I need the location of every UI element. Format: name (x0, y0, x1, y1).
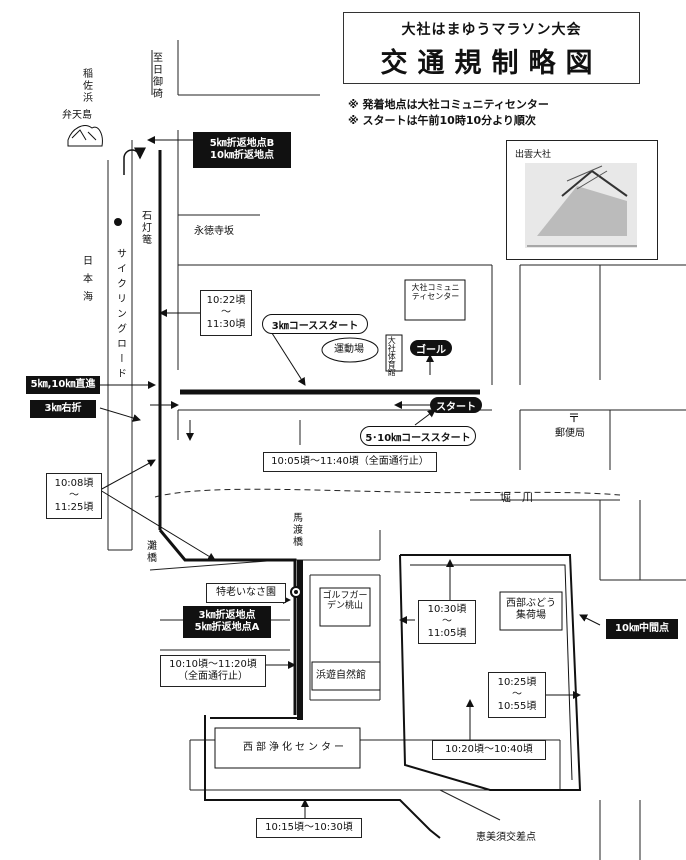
nishibu-budou-label: 西部ぶどう集荷場 (506, 598, 556, 621)
closure-1008-from: 10:08頃 (54, 478, 94, 489)
closure-1008-sep: ～ (69, 490, 79, 501)
closure-1030-from: 10:30頃 (427, 604, 467, 615)
closure-1025-from: 10:25頃 (497, 677, 537, 688)
hamayuu-shizenkan-label: 浜遊自然館 (316, 670, 366, 681)
stadium-label: 運動場 (334, 344, 364, 355)
title-box: 大社はまゆうマラソン大会 交通規制略図 (343, 12, 640, 84)
tokuro-inasaen-label: 特老いなさ園 (206, 583, 286, 603)
golf-garden-label: ゴルフガーデン桃山 (322, 591, 368, 612)
closure-1025-sep: ～ (512, 689, 522, 700)
note-2: ※ スタートは午前10時10分より順次 (348, 114, 536, 127)
turn-b-line1: 5㎞折返地点B (209, 138, 275, 149)
closure-1020-text: 10:20頃～10:40頃 (445, 744, 533, 755)
closure-1005-text: 10:05頃～11:40頃（全面通行止） (271, 456, 429, 467)
roads (107, 40, 686, 860)
start-marker: スタート (430, 397, 482, 413)
bandobashi-label: 馬渡橋 (290, 512, 302, 548)
izumo-taisha-label: 出雲大社 (515, 150, 552, 160)
closure-1010-line2: （全面通行止） (178, 671, 248, 682)
community-center-label: 大社コミュニティセンター (411, 283, 460, 302)
closure-1008-to: 11:25頃 (54, 502, 94, 513)
straight-text: 5㎞,10㎞直進 (30, 379, 96, 390)
start-text: スタート (436, 401, 476, 413)
closure-1020: 10:20頃～10:40頃 (432, 740, 546, 760)
course-3k-start-text: 3㎞コーススタート (271, 320, 359, 332)
cycling-road-label: サイクリングロード (114, 248, 126, 383)
goal-marker: ゴール (410, 340, 452, 356)
closure-1030-to: 11:05頃 (427, 628, 467, 639)
ishidourou-label: 石灯篭 (139, 210, 151, 246)
closure-1025: 10:25頃 ～ 10:55頃 (488, 672, 546, 718)
closure-1030-sep: ～ (442, 616, 452, 627)
post-office-mark: 〒 (568, 411, 581, 425)
to-hinomisaki-label: 至日御碕 (150, 52, 162, 100)
course-510-start: 5･10㎞コーススタート (360, 426, 476, 446)
gym-label: 大社体育館 (387, 336, 397, 376)
bentenjima-label: 弁天島 (62, 110, 92, 121)
closure-1022-from: 10:22頃 (206, 295, 246, 306)
closure-1022-to: 11:30頃 (206, 319, 246, 330)
closure-1008: 10:08頃 ～ 11:25頃 (46, 473, 102, 519)
closure-1010-line1: 10:10頃～11:20頃 (169, 659, 257, 670)
izumo-taisha-photo: 出雲大社 (506, 140, 658, 260)
eitokujizaka-label: 永徳寺坂 (194, 226, 234, 237)
note-1: ※ 発着地点は大社コミュニティセンター (348, 98, 549, 111)
closure-1025-to: 10:55頃 (497, 701, 537, 712)
right-turn-marker: 3㎞右折 (30, 400, 96, 418)
mid-10k-text: 10㎞中間点 (615, 623, 669, 634)
turn-a-line2: 5㎞折返地点A (194, 622, 260, 633)
japan-sea-label: 日本海 (80, 255, 92, 309)
closure-1015: 10:15頃～10:30頃 (256, 818, 362, 838)
closure-1030: 10:30頃 ～ 11:05頃 (418, 600, 476, 644)
turn-b-line2: 10㎞折返地点 (210, 150, 274, 161)
closure-1022: 10:22頃 ～ 11:30頃 (200, 290, 252, 336)
shrine-sketch (525, 163, 637, 248)
inasahama-label: 稲佐浜 (80, 68, 92, 104)
course-lines (158, 150, 582, 839)
ebisu-label: 恵美須交差点 (476, 832, 536, 843)
closure-1010: 10:10頃～11:20頃 （全面通行止） (160, 655, 266, 687)
turn-point-b: 5㎞折返地点B 10㎞折返地点 (193, 132, 291, 168)
closure-1022-sep: ～ (221, 307, 231, 318)
course-3k-start: 3㎞コーススタート (262, 314, 368, 334)
goal-text: ゴール (416, 344, 446, 356)
turn-a-line1: 3㎞折返地点 (198, 610, 256, 621)
closure-1015-text: 10:15頃～10:30頃 (265, 822, 353, 833)
tokuro-inasaen-text: 特老いなさ園 (216, 587, 276, 598)
jouka-center-label: 西部浄化センター (243, 742, 347, 753)
turn-point-a: 3㎞折返地点 5㎞折返地点A (183, 606, 271, 638)
closure-1005: 10:05頃～11:40頃（全面通行止） (263, 452, 437, 472)
post-office-label: 郵便局 (555, 428, 585, 439)
straight-marker: 5㎞,10㎞直進 (26, 376, 100, 394)
title-line2: 交通規制略図 (380, 48, 603, 79)
course-510-start-text: 5･10㎞コーススタート (365, 432, 471, 444)
nadabashi-label: 灘橋 (144, 540, 156, 564)
title-line1: 大社はまゆうマラソン大会 (401, 22, 582, 38)
mid-10k-marker: 10㎞中間点 (606, 619, 678, 639)
horikawa-label: 堀 川 (500, 491, 533, 504)
right-turn-text: 3㎞右折 (44, 403, 82, 414)
